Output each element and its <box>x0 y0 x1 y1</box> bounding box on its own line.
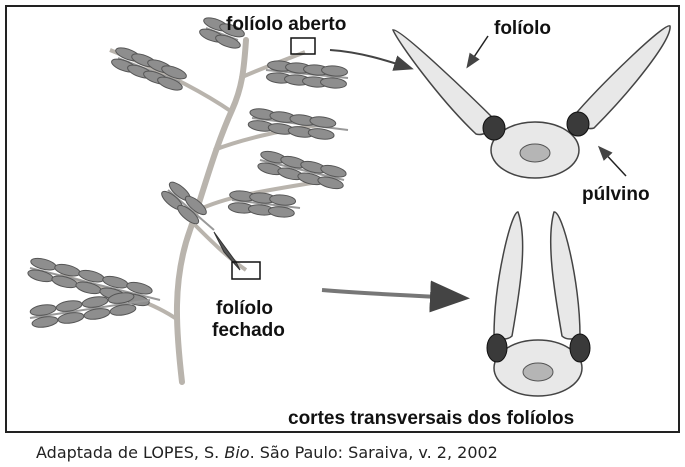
closed-section-right-pulvinus <box>570 334 590 362</box>
label-open-leaflet: folíolo aberto <box>226 14 346 35</box>
label-closed-leaflet-line2: fechado <box>212 320 285 341</box>
caption-before-italic: Adaptada de LOPES, S. <box>36 443 224 462</box>
label-closed-leaflet-line1: folíolo <box>216 298 273 319</box>
label-pulvinus: púlvino <box>582 184 650 205</box>
closed-section-vascular-tissue <box>523 363 553 381</box>
caption-after-italic: . São Paulo: Saraiva, v. 2, 2002 <box>250 443 498 462</box>
open-section-right-pulvinus <box>567 112 589 136</box>
caption-italic: Bio <box>224 443 249 462</box>
label-leaflet: folíolo <box>494 18 551 39</box>
open-section-left-pulvinus <box>483 116 505 140</box>
source-caption: Adaptada de LOPES, S. Bio. São Paulo: Sa… <box>36 443 498 462</box>
closed-section-left-pulvinus <box>487 334 507 362</box>
open-section-vascular-tissue <box>520 144 550 162</box>
label-cross-sections: cortes transversais dos folíolos <box>288 408 574 429</box>
